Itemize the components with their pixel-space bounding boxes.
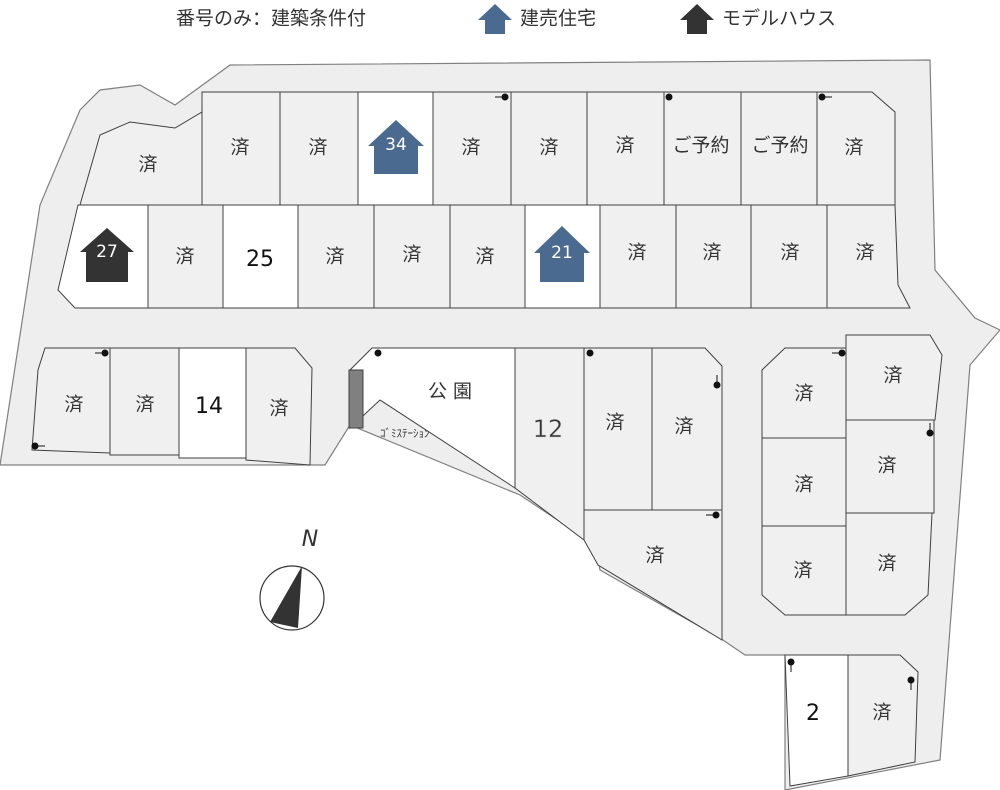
lot-r2-10[interactable] xyxy=(750,204,828,309)
garbage-station-label: ｺﾞﾐｽﾃｰｼｮﾝ xyxy=(380,427,430,440)
legend-numbered-only-label: 番号のみ：建築条件付 xyxy=(176,8,366,30)
lot-right-4[interactable] xyxy=(845,419,935,514)
legend-for-sale-label: 建売住宅 xyxy=(520,8,596,30)
lot-label-right-block-2: 済 xyxy=(883,365,902,387)
lot-mid-2[interactable] xyxy=(583,347,653,511)
legend-model-house-label: モデルハウス xyxy=(722,8,836,30)
lot-label-row1-5: 済 xyxy=(461,137,480,159)
lot-right-5[interactable] xyxy=(761,525,847,616)
lot-label-row2-7: 21 xyxy=(551,243,573,263)
lot-label-left-block-4: 済 xyxy=(269,398,288,420)
lot-label-left-block-2: 済 xyxy=(135,394,154,416)
lot-r2-11[interactable] xyxy=(826,204,911,309)
garbage-station xyxy=(348,369,364,429)
lot-label-mid-block-4: 済 xyxy=(645,545,664,567)
lot-r2-3[interactable] xyxy=(222,204,299,309)
lot-label-row1-1: 済 xyxy=(138,154,157,176)
lot-label-left-block-1: 済 xyxy=(64,394,83,416)
compass-north-label: N xyxy=(302,527,318,552)
lot-label-row2-6: 済 xyxy=(475,246,494,268)
lot-label-row2-8: 済 xyxy=(627,242,646,264)
lot-r2-2[interactable] xyxy=(147,204,224,309)
lot-label-bottom-2: 済 xyxy=(872,702,891,724)
lot-r1-8[interactable] xyxy=(663,91,742,206)
lot-r2-4[interactable] xyxy=(297,204,375,309)
lot-label-right-block-4: 済 xyxy=(877,455,896,477)
for-sale-house-icon xyxy=(368,120,424,174)
lot-label-row2-11: 済 xyxy=(855,242,874,264)
lot-r1-7[interactable] xyxy=(586,91,665,206)
row1-lots xyxy=(79,91,896,206)
lot-label-row2-9: 済 xyxy=(702,242,721,264)
lot-label-row2-2: 済 xyxy=(175,246,194,268)
left-block-lots xyxy=(31,347,313,466)
lot-bottom-2[interactable] xyxy=(847,654,919,777)
right-block-lots xyxy=(761,334,943,616)
model-house-icon xyxy=(80,228,134,282)
lot-left-3[interactable] xyxy=(178,347,247,459)
lot-label-mid-block-3: 済 xyxy=(674,416,693,438)
boundary-post xyxy=(586,349,594,357)
lot-right-6[interactable] xyxy=(845,512,933,616)
lot-label-row2-10: 済 xyxy=(780,242,799,264)
park-label: 公 園 xyxy=(428,381,472,403)
lot-label-mid-block-1: 12 xyxy=(533,415,564,443)
lot-label-right-block-3: 済 xyxy=(794,474,813,496)
lot-label-row1-3: 済 xyxy=(308,137,327,159)
lot-label-right-block-1: 済 xyxy=(794,383,813,405)
lot-label-bottom-1: 2 xyxy=(806,701,820,726)
lot-label-row1-10: 済 xyxy=(844,137,863,159)
lot-label-row2-5: 済 xyxy=(402,244,421,266)
boundary-post xyxy=(665,93,673,101)
lot-left-2[interactable] xyxy=(109,347,180,456)
lot-label-row1-7: 済 xyxy=(615,135,634,157)
lot-mid-1[interactable] xyxy=(514,347,585,542)
lot-label-row1-8: ご予約 xyxy=(672,135,729,157)
lot-r2-9[interactable] xyxy=(675,204,752,309)
boundary-posts xyxy=(31,93,934,690)
lot-r1-10[interactable] xyxy=(816,91,896,206)
bottom-lots xyxy=(784,654,919,787)
lot-mid-4[interactable] xyxy=(583,509,723,641)
model-house-legend-icon xyxy=(680,4,714,34)
boundary-post xyxy=(374,349,382,357)
for-sale-house-legend-icon xyxy=(478,4,512,34)
lot-label-row1-2: 済 xyxy=(230,137,249,159)
mid-block-lots xyxy=(514,347,723,641)
lot-label-row1-4: 34 xyxy=(385,135,407,155)
lot-r2-6[interactable] xyxy=(449,204,526,309)
lot-right-2[interactable] xyxy=(845,334,943,421)
lot-label-row2-3: 25 xyxy=(246,247,274,272)
lot-label-left-block-3: 14 xyxy=(195,394,223,419)
lot-label-right-block-6: 済 xyxy=(877,553,896,575)
lot-left-4[interactable] xyxy=(245,347,313,466)
lot-r1-6[interactable] xyxy=(510,91,588,206)
lot-r1-2[interactable] xyxy=(201,91,281,206)
lot-left-1[interactable] xyxy=(31,347,111,454)
compass xyxy=(259,565,325,631)
lot-label-row2-4: 済 xyxy=(325,246,344,268)
lot-label-row1-6: 済 xyxy=(539,137,558,159)
lot-r2-5[interactable] xyxy=(373,204,451,309)
lot-r1-5[interactable] xyxy=(432,91,512,206)
lot-label-row1-9: ご予約 xyxy=(751,135,808,157)
for-sale-house-icon xyxy=(534,226,590,282)
lot-mid-3[interactable] xyxy=(651,347,723,511)
lot-label-row2-1: 27 xyxy=(96,242,118,262)
lot-label-mid-block-2: 済 xyxy=(605,412,624,434)
lot-label-right-block-5: 済 xyxy=(793,560,812,582)
